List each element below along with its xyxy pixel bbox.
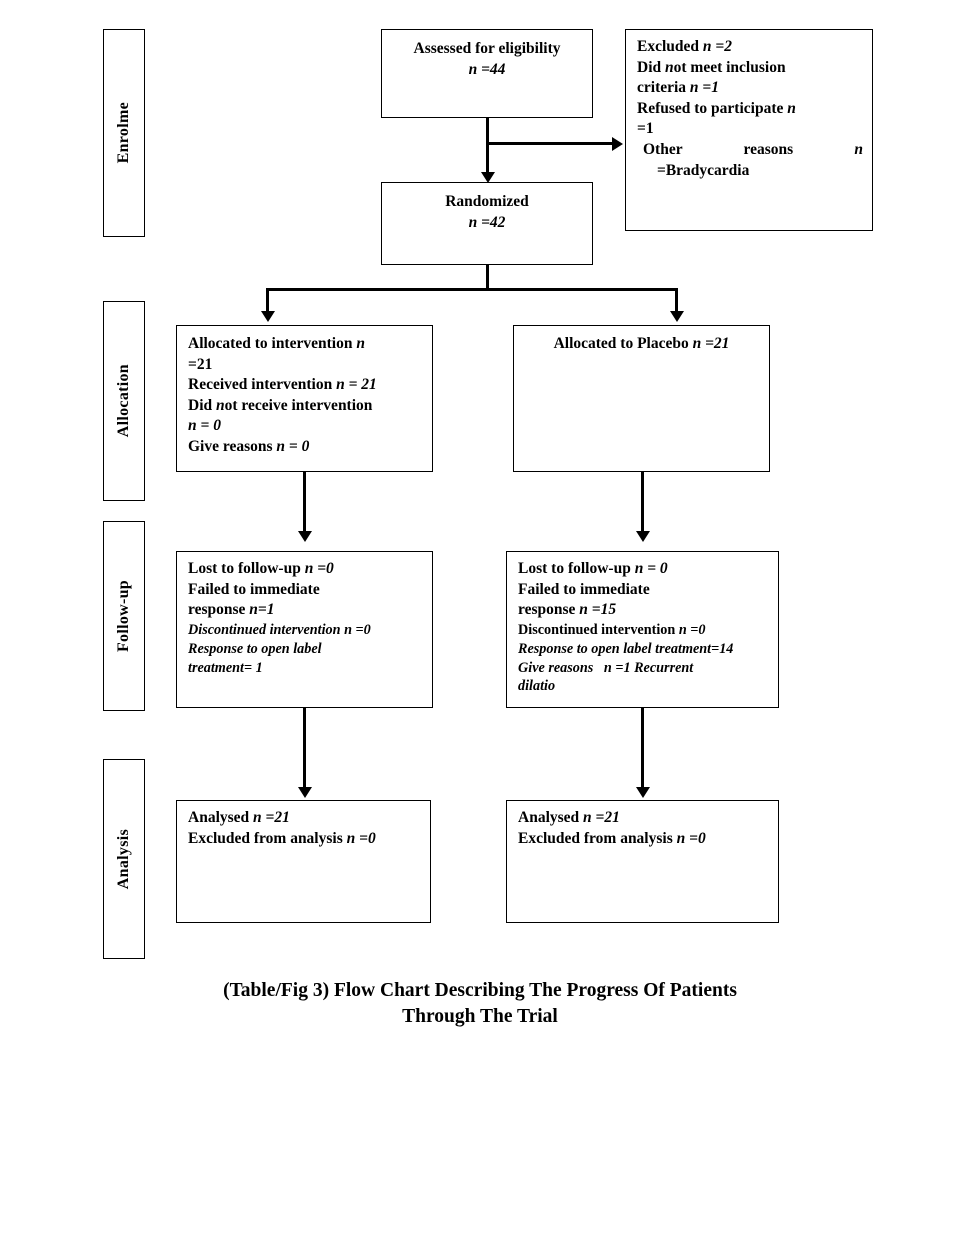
followup-placebo-line-6: Give reasons n =1 Recurrent [518,659,694,676]
followup-placebo-line-4: Discontinued intervention n =0 [518,621,706,638]
node-followup-intervention: Lost to follow-up n =0 Failed to immedia… [176,551,433,708]
excluded-line-2: Did not meet inclusion [637,58,786,76]
followup-intervention-line-1: Lost to follow-up n =0 [188,560,334,577]
node-allocated-placebo: Allocated to Placebo n =21 [513,325,770,472]
stage-label-analysis-text: Analysis [115,828,132,890]
allocated-intervention-line-4: Did not receive intervention [188,396,373,414]
connector-split-horizontal [266,288,678,291]
followup-placebo-line-7: dilatio [518,678,556,695]
node-excluded: Excluded n =2 Did not meet inclusion cri… [625,29,873,231]
analysis-placebo-line-1: Analysed n =21 [518,809,620,826]
arrow-assessed-to-randomized [480,172,495,183]
stage-label-followup: Follow-up [103,521,145,711]
analysis-intervention-line-2: Excluded from analysis n =0 [188,829,376,847]
arrow-allocation-to-followup-left [297,531,312,542]
arrow-to-allocated-placebo [669,311,684,322]
connector-split-right-drop [675,288,678,314]
arrow-followup-to-analysis-right [635,787,650,798]
allocated-intervention-line-1: Allocated to intervention n [188,335,365,352]
stage-label-allocation: Allocation [103,301,145,501]
arrow-followup-to-analysis-left [297,787,312,798]
node-followup-placebo: Lost to follow-up n = 0 Failed to immedi… [506,551,779,708]
allocated-intervention-line-5: n = 0 [188,417,221,435]
excluded-line-3: criteria n =1 [637,79,719,97]
followup-placebo-line-3: response n =15 [518,601,617,619]
arrow-to-excluded [612,136,623,151]
followup-intervention-line-5: Response to open label [188,640,322,657]
followup-placebo-line-1: Lost to follow-up n = 0 [518,560,668,577]
followup-intervention-line-2: Failed to immediate [188,580,320,598]
excluded-line-1: Excluded n =2 [637,38,732,55]
arrow-to-allocated-intervention [260,311,275,322]
randomized-count: n =42 [468,213,506,231]
excluded-line-4: Refused to participate n [637,99,796,117]
connector-followup-to-analysis-left [303,708,306,790]
followup-intervention-line-6: treatment= 1 [188,659,263,676]
followup-placebo-line-5: Response to open label treatment=14 [518,640,734,657]
analysis-intervention-line-1: Analysed n =21 [188,809,290,826]
followup-intervention-line-3: response n=1 [188,601,275,619]
allocated-intervention-line-2: =21 [188,355,213,373]
connector-to-excluded [486,142,614,145]
stage-label-followup-text: Follow-up [115,579,132,653]
stage-label-enrolment-text: Enrolme [115,102,132,164]
node-assessed-for-eligibility: Assessed for eligibility n =44 [381,29,593,118]
figure-caption: (Table/Fig 3) Flow Chart Describing The … [130,978,830,1031]
excluded-line-5: =1 [637,120,654,138]
stage-label-allocation-text: Allocation [115,364,132,438]
stage-label-enrolment: Enrolme [103,29,145,237]
figure-caption-line-2: Through The Trial [402,1006,558,1028]
assessed-title: Assessed for eligibility [413,40,561,57]
followup-intervention-line-4: Discontinued intervention n =0 [188,621,371,638]
node-allocated-intervention: Allocated to intervention n =21 Received… [176,325,433,472]
node-analysis-intervention: Analysed n =21 Excluded from analysis n … [176,800,431,923]
connector-followup-to-analysis-right [641,708,644,790]
arrow-allocation-to-followup-right [635,531,650,542]
stage-label-analysis: Analysis [103,759,145,959]
allocated-intervention-line-3: Received intervention n = 21 [188,376,377,394]
node-analysis-placebo: Analysed n =21 Excluded from analysis n … [506,800,779,923]
analysis-placebo-line-2: Excluded from analysis n =0 [518,829,706,847]
randomized-title: Randomized [445,193,529,210]
assessed-count: n =44 [468,60,506,78]
connector-randomized-stem [486,265,489,290]
connector-allocation-to-followup-right [641,472,644,534]
excluded-line-6: Other reasons n [643,141,863,159]
figure-caption-line-1: (Table/Fig 3) Flow Chart Describing The … [223,980,737,1001]
allocated-intervention-line-6: Give reasons n = 0 [188,438,310,456]
connector-assessed-to-randomized [486,118,489,180]
connector-allocation-to-followup-left [303,472,306,534]
allocated-placebo-line-1: Allocated to Placebo n =21 [553,335,730,352]
node-randomized: Randomized n =42 [381,182,593,265]
connector-split-left-drop [266,288,269,314]
followup-placebo-line-2: Failed to immediate [518,580,650,598]
excluded-line-7: =Bradycardia [657,161,750,179]
